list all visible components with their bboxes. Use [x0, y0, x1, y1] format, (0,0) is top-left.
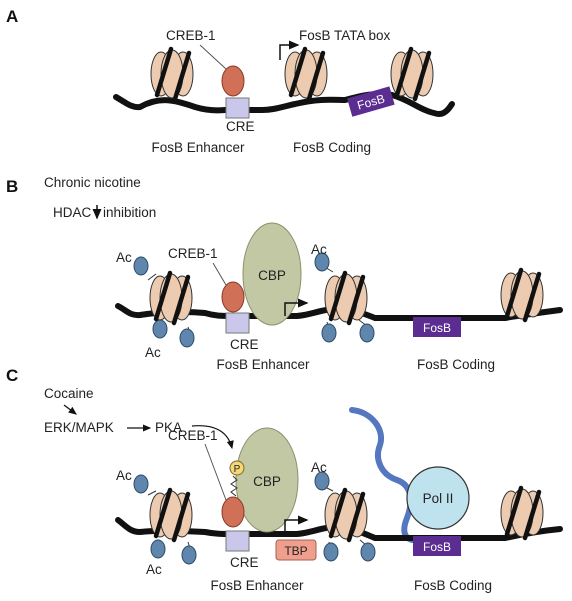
panel-c-letter: C [6, 366, 18, 385]
cre-label: CRE [230, 555, 259, 570]
nucleosome-1 [150, 490, 192, 540]
ac-label: Ac [116, 468, 132, 483]
acetyl-groups [133, 471, 376, 565]
panel-c: C Cocaine ERK/MAPK PKA Ac Ac Ac [6, 366, 563, 593]
cbp-label: CBP [253, 474, 281, 489]
panel-b: B Chronic nicotine HDAC inhibition Ac Ac… [6, 175, 563, 372]
tbp-label: TBP [284, 544, 307, 558]
cbp-label: CBP [258, 268, 286, 283]
nucleosome-1 [150, 273, 192, 323]
cbp-protein [242, 222, 302, 326]
ac-label: Ac [146, 562, 162, 577]
ac-label: Ac [311, 460, 327, 475]
nucleosome-2 [325, 490, 367, 540]
hdac-label: HDAC [53, 205, 92, 220]
tss-arrow [284, 515, 309, 533]
enhancer-label: FosB Enhancer [210, 578, 304, 593]
cre-label: CRE [230, 337, 259, 352]
cre-box [225, 312, 250, 334]
erk-label: ERK/MAPK [44, 420, 114, 435]
panel-a-letter: A [6, 7, 18, 26]
ac-label: Ac [311, 242, 327, 257]
rna-transcript [349, 407, 415, 543]
phosphate-label: P [234, 464, 241, 475]
enhancer-label: FosB Enhancer [216, 357, 310, 372]
coding-label: FosB Coding [414, 578, 492, 593]
cre-box [225, 530, 250, 552]
nucleosome-2 [285, 49, 327, 99]
fosb-gene-box: FosB [347, 86, 395, 117]
nucleosome-3 [501, 488, 543, 538]
panel-a: A CREB-1 CRE FosB TATA box FosB FosB Enh… [6, 7, 455, 155]
inhibition-label: inhibition [103, 205, 156, 220]
arrow-icon [191, 425, 234, 450]
pol2-enzyme [406, 466, 470, 530]
nucleosome-3 [391, 49, 433, 99]
nucleosome-1 [151, 49, 193, 99]
creb1-label: CREB-1 [166, 28, 216, 43]
arrow-icon [63, 404, 77, 415]
creb1-protein [221, 281, 245, 313]
condition-label: Cocaine [44, 386, 94, 401]
dna-strand [113, 90, 455, 117]
fosb-box-label: FosB [423, 540, 451, 554]
enhancer-label: FosB Enhancer [151, 140, 245, 155]
creb1-label: CREB-1 [168, 428, 218, 443]
nucleosome-3 [501, 270, 543, 320]
tss-arrow [284, 298, 309, 316]
ac-label: Ac [116, 250, 132, 265]
coding-label: FosB Coding [293, 140, 371, 155]
creb1-label: CREB-1 [168, 246, 218, 261]
acetyl-groups [133, 252, 375, 348]
fosb-box-label: FosB [423, 321, 451, 335]
fosb-gene-box [413, 536, 461, 556]
coding-label: FosB Coding [417, 357, 495, 372]
cre-label: CRE [226, 119, 255, 134]
creb1-protein [221, 65, 245, 97]
tata-arrow [279, 40, 300, 60]
fosb-gene-box [413, 317, 461, 337]
pka-label: PKA [155, 420, 182, 435]
nucleosome-2 [325, 273, 367, 323]
tbp-box [275, 539, 317, 561]
cbp-protein [235, 427, 299, 533]
phospho-linker [230, 475, 238, 497]
condition-label: Chronic nicotine [44, 175, 141, 190]
cre-box [225, 97, 250, 119]
tata-label: FosB TATA box [299, 28, 391, 43]
ac-label: Ac [145, 345, 161, 360]
phosphate-icon [229, 460, 245, 476]
creb1-protein [221, 496, 245, 528]
panel-b-letter: B [6, 177, 18, 196]
pol2-label: Pol II [423, 491, 454, 506]
